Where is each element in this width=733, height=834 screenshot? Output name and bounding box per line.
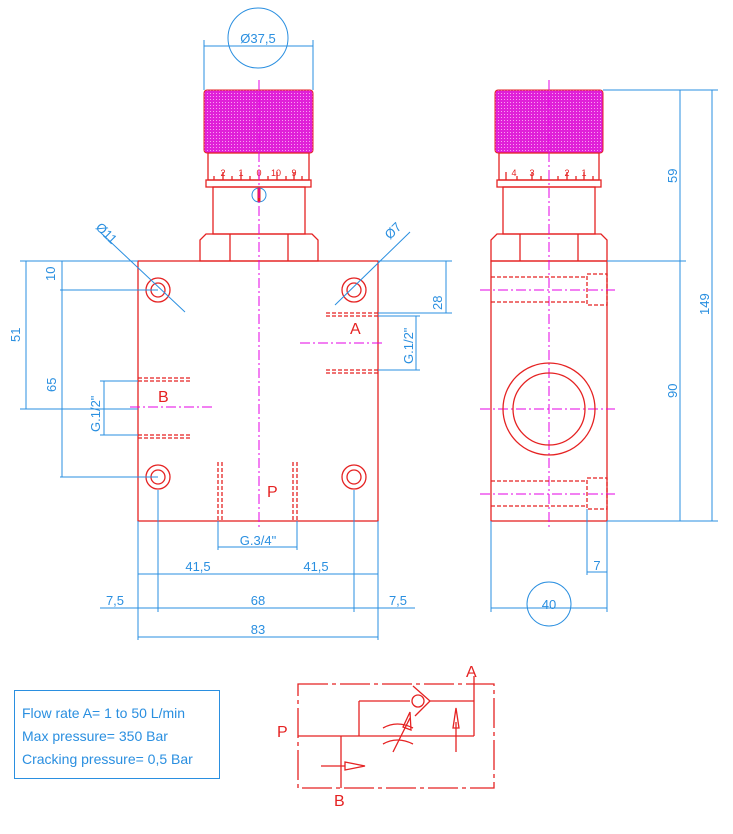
dim-41-5-right: 41,5 bbox=[303, 559, 328, 574]
dial-mark: 2 bbox=[564, 168, 569, 178]
spec-flow-rate: Flow rate A= 1 to 50 L/min bbox=[22, 705, 186, 721]
thread-p-label: G.3/4" bbox=[240, 533, 277, 548]
dial-mark: 2 bbox=[220, 168, 225, 178]
dim-7: 7 bbox=[593, 558, 600, 573]
specifications-box: Flow rate A= 1 to 50 L/min Max pressure=… bbox=[14, 690, 220, 779]
port-a-label: A bbox=[350, 321, 361, 338]
dim-149: 149 bbox=[697, 293, 712, 315]
dim-7-5-left: 7,5 bbox=[106, 593, 124, 608]
front-view: Ø37,5 2 1 0 10 9 Ø11 Ø7 A bbox=[8, 7, 452, 640]
symbol-port-b: B bbox=[334, 793, 345, 810]
hydraulic-symbol: A P B bbox=[277, 664, 495, 810]
dim-7-5-right: 7,5 bbox=[389, 593, 407, 608]
dial-mark: 3 bbox=[529, 168, 534, 178]
hole-large-label: Ø11 bbox=[93, 220, 120, 247]
thread-b-label: G.1/2" bbox=[88, 395, 103, 432]
dim-10: 10 bbox=[43, 267, 58, 281]
dial-mark: 4 bbox=[511, 168, 516, 178]
dim-65: 65 bbox=[44, 378, 59, 392]
dial-mark: 10 bbox=[271, 168, 281, 178]
port-p-label: P bbox=[267, 484, 278, 501]
dial-mark: 9 bbox=[291, 168, 296, 178]
thread-a-label: G.1/2" bbox=[401, 327, 416, 364]
spec-cracking-pressure: Cracking pressure= 0,5 Bar bbox=[22, 751, 193, 767]
dial-mark: 1 bbox=[581, 168, 586, 178]
symbol-port-a: A bbox=[466, 664, 477, 681]
dim-28: 28 bbox=[430, 296, 445, 310]
knob-diameter-balloon bbox=[227, 7, 289, 69]
dim-90: 90 bbox=[665, 384, 680, 398]
dial-mark: 1 bbox=[238, 168, 243, 178]
dim-40: 40 bbox=[542, 597, 556, 612]
dim-83: 83 bbox=[251, 622, 265, 637]
spec-max-pressure: Max pressure= 350 Bar bbox=[22, 728, 168, 744]
valve-body-front bbox=[137, 260, 379, 522]
symbol-port-p: P bbox=[277, 724, 288, 741]
mounting-holes bbox=[145, 277, 367, 490]
knob-diameter-label: Ø37,5 bbox=[240, 31, 275, 46]
dim-68: 68 bbox=[251, 593, 265, 608]
hole-small-label: Ø7 bbox=[382, 219, 405, 242]
port-b-bore bbox=[502, 362, 596, 456]
port-b-label: B bbox=[158, 389, 169, 406]
dim-59: 59 bbox=[665, 169, 680, 183]
side-view: 4 3 2 1 59 149 90 7 40 bbox=[480, 80, 718, 627]
dim-41-5-left: 41,5 bbox=[185, 559, 210, 574]
dim-51: 51 bbox=[8, 328, 23, 342]
